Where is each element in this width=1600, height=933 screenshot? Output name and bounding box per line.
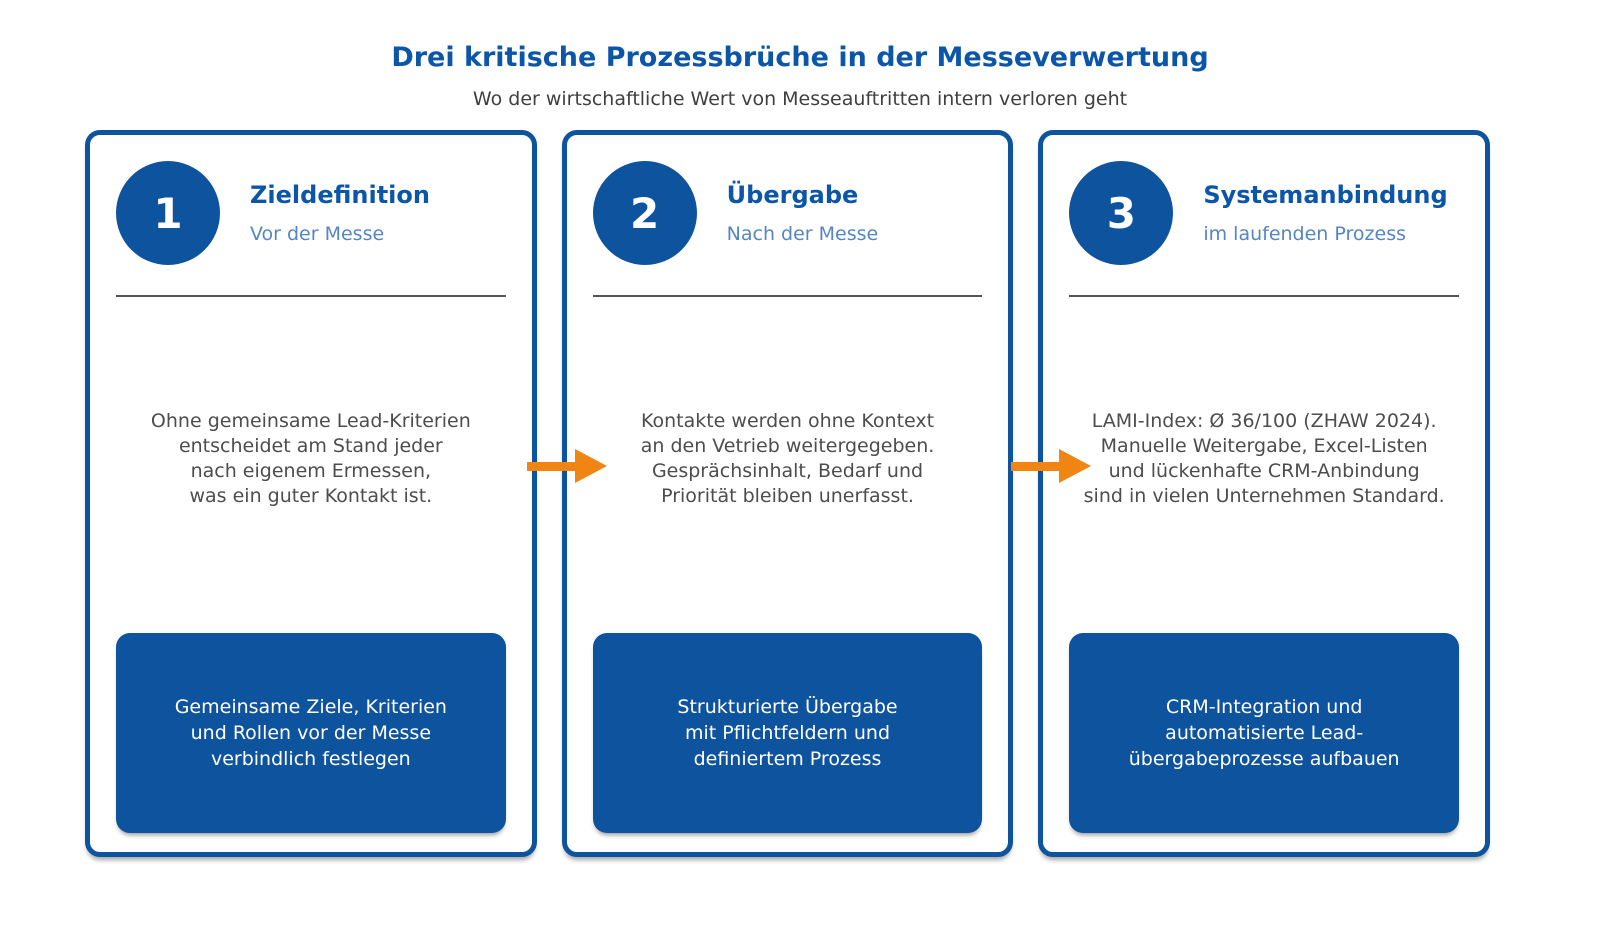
solution-box: Gemeinsame Ziele, Kriterien und Rollen v… — [116, 633, 506, 833]
card-header: 2 Übergabe Nach der Messe — [592, 161, 983, 265]
divider-line — [1069, 295, 1460, 297]
right-arrow-icon — [527, 449, 607, 483]
page-title: Drei kritische Prozessbrüche in der Mess… — [391, 42, 1209, 73]
step-number-badge: 3 — [1069, 161, 1174, 265]
right-arrow-icon — [1011, 449, 1091, 483]
divider-line — [116, 295, 506, 297]
arrow-head — [1059, 449, 1091, 483]
arrow-shaft — [1011, 461, 1059, 471]
card-subtitle: im laufenden Prozess — [1203, 223, 1406, 245]
divider-line — [592, 295, 983, 297]
card-title: Systemanbindung — [1203, 181, 1448, 209]
card-systemanbindung: 3 Systemanbindung im laufenden Prozess L… — [1038, 130, 1491, 857]
card-header: 1 Zieldefinition Vor der Messe — [116, 161, 506, 265]
problem-text: Ohne gemeinsame Lead-Kriterien entscheid… — [150, 410, 471, 507]
card-zieldefinition: 1 Zieldefinition Vor der Messe Ohne geme… — [85, 130, 537, 857]
card-heading-group: Übergabe Nach der Messe — [727, 181, 879, 245]
card-uebergabe: 2 Übergabe Nach der Messe Kontakte werde… — [561, 130, 1014, 857]
solution-box: CRM-Integration und automatisierte Lead-… — [1069, 633, 1460, 833]
process-cards-row: 1 Zieldefinition Vor der Messe Ohne geme… — [85, 130, 1491, 857]
arrow-shaft — [527, 461, 575, 471]
card-subtitle: Vor der Messe — [250, 223, 385, 245]
problem-text: Kontakte werden ohne Kontext an den Vetr… — [640, 410, 935, 507]
step-number-badge: 1 — [116, 161, 220, 265]
card-subtitle: Nach der Messe — [726, 223, 879, 245]
arrow-head — [575, 449, 607, 483]
solution-box: Strukturierte Übergabe mit Pflichtfelder… — [592, 633, 983, 833]
card-heading-group: Zieldefinition Vor der Messe — [250, 181, 430, 245]
step-number-badge: 2 — [592, 161, 697, 265]
problem-text: LAMI-Index: Ø 36/100 (ZHAW 2024). Manuel… — [1083, 410, 1445, 507]
card-heading-group: Systemanbindung im laufenden Prozess — [1203, 181, 1447, 245]
card-header: 3 Systemanbindung im laufenden Prozess — [1069, 161, 1459, 265]
page-subtitle: Wo der wirtschaftliche Wert von Messeauf… — [472, 88, 1128, 110]
card-title: Zieldefinition — [250, 181, 430, 209]
card-title: Übergabe — [726, 181, 859, 209]
